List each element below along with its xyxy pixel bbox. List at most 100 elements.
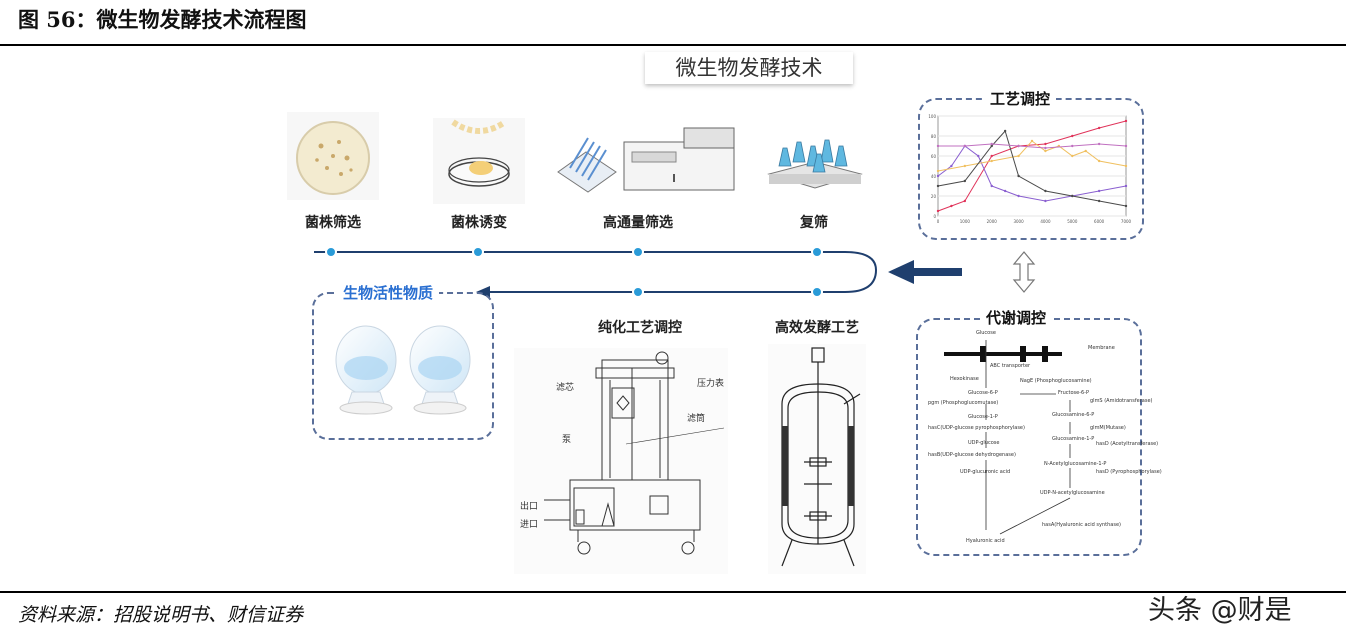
chart-series-line-4 bbox=[938, 143, 1127, 149]
label-inlet: 进口 bbox=[520, 520, 539, 530]
step-label-purification: 纯化工艺调控 bbox=[598, 320, 682, 336]
chart-point bbox=[1044, 142, 1047, 146]
node-udpnag: UDP-N-acetylglucosamine bbox=[1040, 490, 1105, 496]
chart-y-tick: 80 bbox=[931, 134, 937, 139]
label-filter-cylinder: 滤筒 bbox=[687, 414, 706, 424]
chart-x-tick: 0 bbox=[937, 219, 940, 224]
chart-point bbox=[990, 184, 993, 188]
chart-point bbox=[1071, 154, 1074, 158]
bio-box-title: 生物活性物质 bbox=[337, 282, 440, 303]
chart-point bbox=[950, 164, 953, 168]
chart-x-tick: 3000 bbox=[1013, 219, 1024, 224]
node-hasd2: hasD (Pyrophosphorylase) bbox=[1096, 469, 1162, 475]
node-hasd1: hasD (Acetyltransferase) bbox=[1096, 441, 1159, 447]
chart-point bbox=[936, 169, 940, 173]
filtration-equipment-drawing bbox=[514, 348, 728, 574]
process-control-title: 工艺调控 bbox=[984, 88, 1057, 109]
chart-point bbox=[1017, 144, 1020, 148]
step-label-fermentation: 高效发酵工艺 bbox=[775, 320, 859, 336]
chart-point bbox=[1044, 189, 1047, 193]
node-glmm: glmM(Mutase) bbox=[1090, 425, 1126, 431]
flow-node bbox=[325, 246, 337, 258]
chart-point bbox=[963, 164, 967, 168]
chart-point bbox=[1097, 142, 1101, 146]
input-arrow bbox=[888, 260, 962, 284]
chart-y-tick: 100 bbox=[928, 114, 936, 119]
node-glucose: Glucose bbox=[976, 330, 996, 336]
chart-point bbox=[1124, 204, 1128, 208]
chart-x-tick: 5000 bbox=[1067, 219, 1078, 224]
flow-node bbox=[811, 246, 823, 258]
chart-point bbox=[990, 144, 993, 148]
chart-point bbox=[936, 144, 940, 148]
top-rule bbox=[0, 44, 1346, 46]
flow-node bbox=[632, 246, 644, 258]
chart-point bbox=[1044, 149, 1047, 153]
chart-point bbox=[1071, 134, 1074, 138]
chart-point bbox=[950, 204, 953, 208]
chart-point bbox=[1017, 174, 1020, 178]
step-label-rescreening: 复筛 bbox=[800, 215, 828, 231]
double-arrow bbox=[1012, 251, 1036, 293]
chart-point bbox=[1044, 199, 1047, 203]
bottom-rule bbox=[0, 591, 1346, 593]
figure-title: 图 56：微生物发酵技术流程图 bbox=[18, 7, 307, 32]
node-hasc: hasC(UDP-glucose pyrophosphorylase) bbox=[928, 425, 1025, 431]
watermark: 头条 @财是 bbox=[1148, 595, 1292, 626]
node-nag1p: N-Acetylglucosamine-1-P bbox=[1044, 461, 1107, 467]
chart-point bbox=[936, 209, 940, 213]
node-gn6p: Glucosamine-6-P bbox=[1052, 412, 1095, 418]
label-outlet: 出口 bbox=[520, 502, 539, 512]
chart-x-tick: 6000 bbox=[1094, 219, 1105, 224]
chart-point bbox=[1071, 194, 1074, 198]
chart-x-tick: 2000 bbox=[987, 219, 998, 224]
node-nag: NagE (Phosphoglucosamine) bbox=[1020, 378, 1092, 384]
chart-y-tick: 20 bbox=[931, 194, 937, 199]
node-ha: Hyaluronic acid bbox=[966, 538, 1005, 544]
chart-point bbox=[990, 154, 993, 158]
shaker-flasks-image bbox=[763, 126, 865, 198]
node-pgm: pgm (Phosphoglucomutase) bbox=[928, 400, 999, 406]
chart-point bbox=[1124, 144, 1128, 148]
chart-point bbox=[990, 159, 993, 163]
node-udpg: UDP-glucose bbox=[968, 440, 1000, 446]
chart-point bbox=[1017, 154, 1020, 158]
node-glms: glmS (Amidotransferase) bbox=[1090, 398, 1153, 404]
node-g6p: Glucose-6-P bbox=[968, 390, 998, 396]
chart-point bbox=[1097, 199, 1101, 203]
chart-point bbox=[936, 174, 940, 178]
step-label-strain-mutation: 菌株诱变 bbox=[451, 215, 507, 231]
chart-point bbox=[977, 154, 980, 158]
node-f6p: Fructose-6-P bbox=[1058, 390, 1089, 396]
chart-point bbox=[936, 184, 940, 188]
label-filter-core: 滤芯 bbox=[556, 383, 575, 393]
chart-frame bbox=[937, 115, 1127, 217]
node-hasa: hasA(Hyaluronic acid synthase) bbox=[1042, 522, 1121, 528]
metabolic-pathway-diagram bbox=[944, 340, 1071, 535]
label-pressure-gauge: 压力表 bbox=[697, 379, 725, 389]
step-label-high-throughput: 高通量筛选 bbox=[603, 215, 673, 231]
chart-y-tick: 0 bbox=[933, 214, 936, 219]
diagram-title: 微生物发酵技术 bbox=[645, 52, 853, 84]
node-membrane: Membrane bbox=[1088, 345, 1115, 351]
chart-point bbox=[1003, 129, 1007, 133]
node-hexokinase: Hexokinase bbox=[950, 376, 979, 382]
chart-point bbox=[1017, 194, 1020, 198]
node-hasb: hasB(UDP-glucose dehydrogenase) bbox=[928, 452, 1016, 458]
node-gn1p: Glucosamine-1-P bbox=[1052, 436, 1095, 442]
node-udpga: UDP-glucuronic acid bbox=[960, 469, 1011, 475]
chart-point bbox=[1097, 126, 1101, 130]
flow-node bbox=[472, 246, 484, 258]
step-label-strain-screening: 菌株筛选 bbox=[305, 215, 361, 231]
powder-flasks-image bbox=[335, 325, 471, 415]
chart-point bbox=[1044, 146, 1047, 150]
chart-y-tick: 40 bbox=[931, 174, 937, 179]
chart-x-tick: 4000 bbox=[1040, 219, 1051, 224]
chart-point bbox=[963, 179, 967, 183]
chart-point bbox=[1084, 149, 1087, 153]
high-throughput-equipment-image bbox=[554, 122, 740, 204]
metabolic-control-title: 代谢调控 bbox=[980, 307, 1053, 328]
chart-point bbox=[1097, 189, 1101, 193]
chart-point bbox=[1030, 139, 1034, 143]
